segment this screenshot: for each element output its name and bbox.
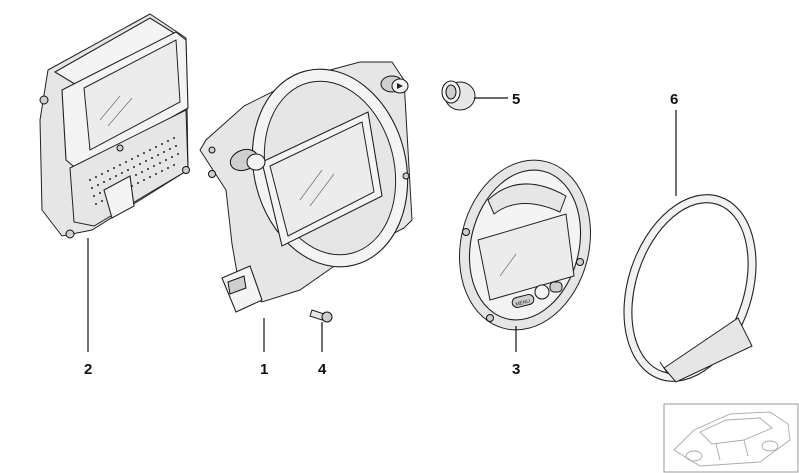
part-5-sleeve [441, 80, 476, 111]
bezel-controls: MENU [511, 281, 563, 308]
leader-lines [87, 97, 677, 352]
rotary-knob-right [380, 75, 409, 94]
callout-6: 6 [670, 91, 678, 108]
callout-1: 1 [260, 361, 268, 378]
callout-3: 3 [512, 361, 520, 378]
part-1-cluster-housing [199, 61, 413, 313]
vehicle-thumbnail [663, 403, 799, 473]
rotary-knob-left [229, 148, 266, 172]
part-3-bezel: MENU [459, 159, 591, 331]
callout-5: 5 [512, 91, 520, 108]
part-6-trim-ring [623, 194, 757, 383]
menu-button-label: MENU [515, 298, 531, 307]
callout-4: 4 [318, 361, 327, 378]
part-2-display-module [39, 13, 190, 239]
car-outline-icon [673, 411, 791, 467]
part-4-screw [309, 309, 333, 323]
callout-2: 2 [84, 361, 92, 378]
